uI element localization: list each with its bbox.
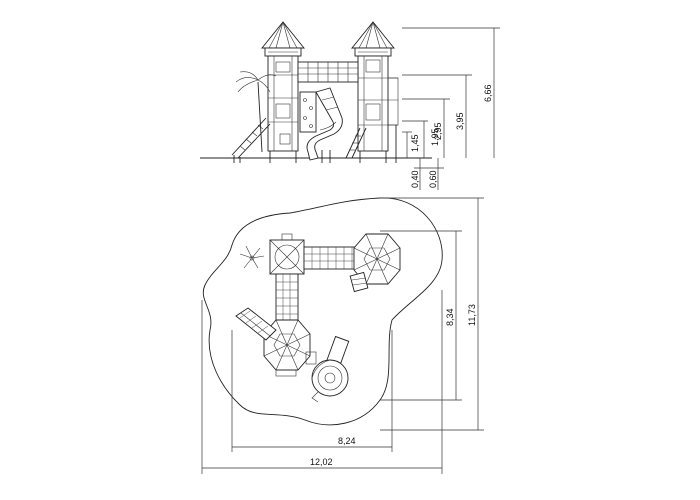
plan-ladder	[235, 307, 277, 341]
palm-tree-plan	[239, 245, 265, 269]
dim-deck-low-a: 1,95	[430, 128, 440, 146]
tower-bottom	[263, 319, 311, 377]
net-bridge	[297, 61, 359, 83]
spiral-slide	[306, 87, 343, 163]
right-stair	[345, 127, 367, 159]
dim-inner-depth: 8,34	[445, 308, 455, 326]
elevation-dimensions: 6,66 3,95 2,95 1,95 1,45 0,40 0,60	[402, 27, 500, 190]
left-stair	[231, 117, 271, 163]
dim-inner-width: 8,24	[338, 436, 356, 446]
dim-base-b: 0,60	[428, 170, 438, 188]
dim-deck-high: 3,95	[455, 112, 465, 130]
dim-deck-mid: 2,95	[433, 122, 443, 140]
dim-base-a: 0,40	[410, 170, 420, 188]
climbing-wall	[279, 91, 317, 145]
plan-view: 8,24 12,02 8,34 11,73	[201, 197, 484, 474]
elevation-view: 6,66 3,95 2,95 1,95 1,45 0,40 0,60	[200, 21, 500, 190]
dim-outer-width: 12,02	[310, 457, 333, 467]
dim-total-height: 6,66	[483, 84, 493, 102]
palm-tree	[235, 71, 277, 153]
left-tower	[261, 21, 305, 163]
dim-outer-depth: 11,73	[467, 304, 477, 326]
right-tower	[351, 21, 399, 163]
plan-dimensions: 8,24 12,02 8,34 11,73	[201, 197, 484, 474]
plan-vertical-bridge	[275, 273, 299, 321]
plan-bridge	[303, 246, 357, 270]
tower-top-left	[269, 233, 305, 275]
tower-top-right	[349, 233, 401, 293]
safety-zone-outline	[202, 197, 443, 426]
dim-deck-low-b: 1,45	[410, 134, 420, 152]
plan-spiral-slide	[305, 335, 350, 403]
